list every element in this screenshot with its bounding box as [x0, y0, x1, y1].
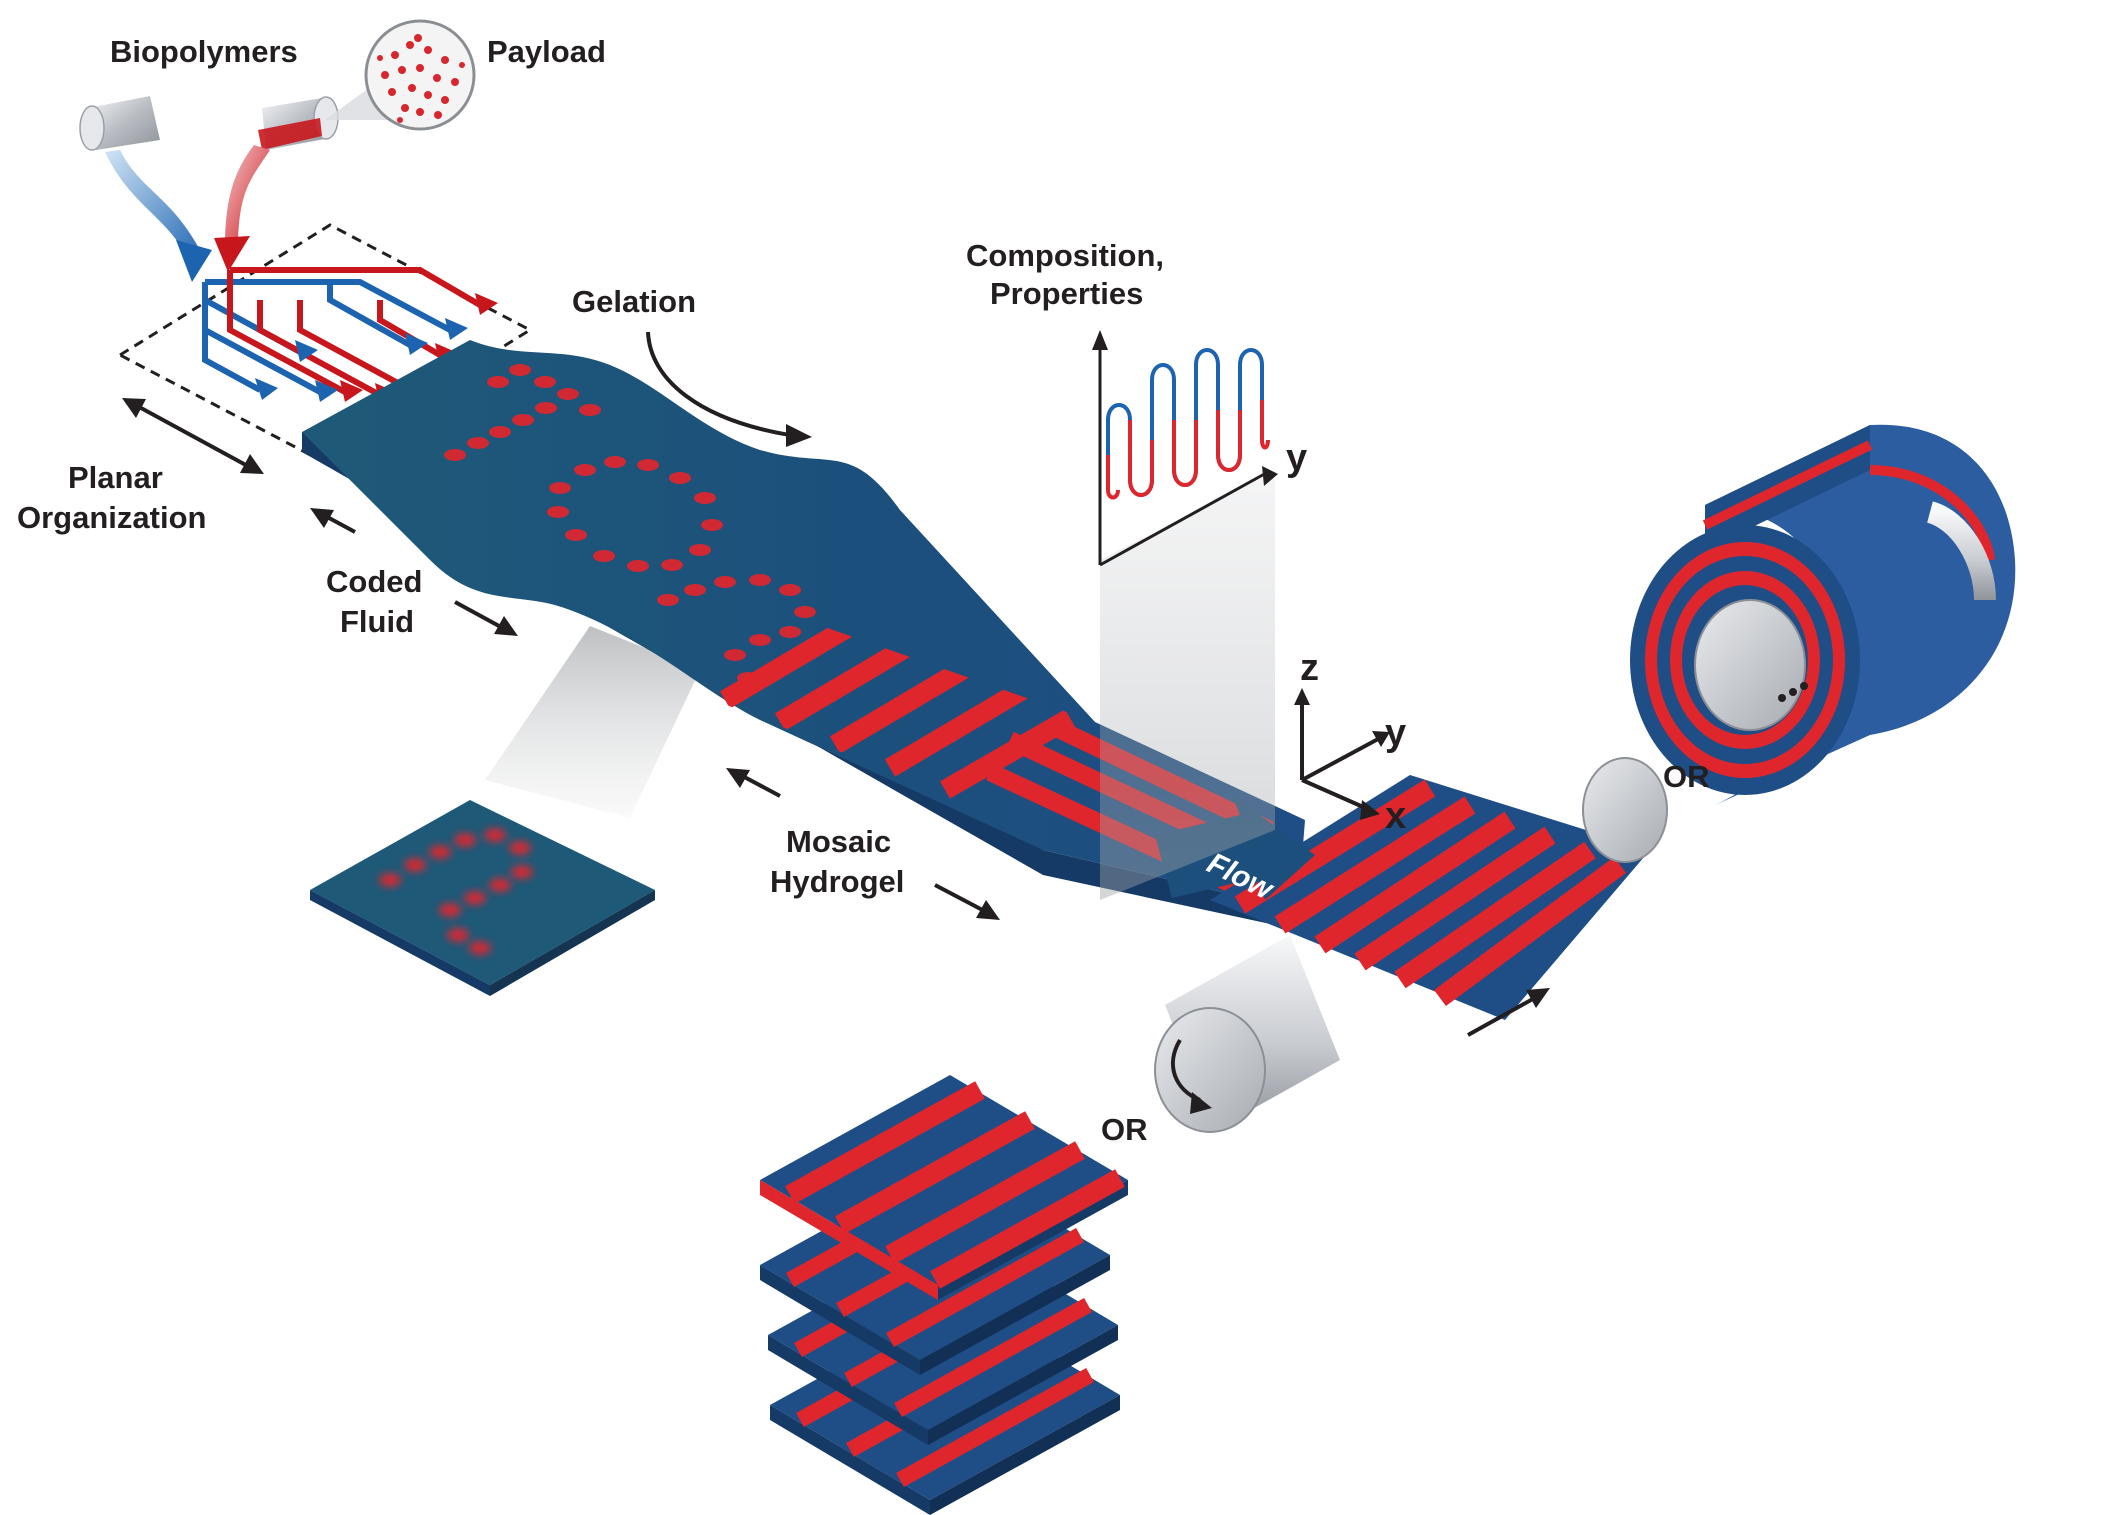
composition-projection-plane [1100, 470, 1275, 900]
plot-y-axis-label: y [1286, 437, 1307, 479]
biopolymer-inlet-tube [79, 96, 212, 282]
front-roller-cylinder-icon [1154, 935, 1340, 1133]
composition-label-line1: Composition, [966, 238, 1164, 273]
rolled-spiral-cylinder-icon [1630, 424, 2016, 805]
composition-plot [1092, 330, 1278, 567]
rolled-stripe-band [1210, 775, 1650, 1020]
planar-organization-label-line2: Organization [17, 500, 206, 535]
payload-magnifier-icon [325, 19, 476, 131]
planar-organization-double-arrow [122, 398, 264, 474]
mosaic-hydrogel-double-arrow [726, 768, 1000, 920]
planar-organization-label-line1: Planar [68, 460, 163, 495]
gelation-curved-arrow [646, 331, 812, 447]
biopolymers-label: Biopolymers [110, 34, 298, 69]
letter-projection-shadow [485, 626, 700, 818]
mosaic-hydrogel-label-line1: Mosaic [786, 824, 891, 859]
composition-label-line2: Properties [990, 276, 1143, 311]
coded-fluid-label-line2: Fluid [340, 604, 414, 639]
coded-fluid-double-arrow [310, 508, 518, 636]
coded-fluid-channels [202, 267, 482, 398]
x-axis-label: x [1385, 795, 1406, 837]
payload-inlet-tube [214, 96, 339, 272]
or-stack-label: OR [1101, 1112, 1148, 1147]
y-axis-label: y [1385, 712, 1406, 754]
gelation-label: Gelation [572, 284, 696, 319]
flow-arrow-icon [1155, 795, 1315, 900]
letter-projection-tile [310, 800, 655, 996]
coded-letter-pattern [444, 364, 816, 684]
coded-fluid-label-line1: Coded [326, 564, 422, 599]
mosaic-hydrogel-label-line2: Hydrogel [770, 864, 904, 899]
or-roller-label: OR [1663, 759, 1710, 794]
back-roller-cylinder-icon [1582, 757, 1668, 863]
payload-label: Payload [487, 34, 606, 69]
xyz-axes-icon [1294, 688, 1390, 820]
stacked-mosaic-sheets [760, 1075, 1128, 1515]
z-axis-label: z [1300, 647, 1319, 689]
roller-direction-arrow [1467, 988, 1550, 1037]
